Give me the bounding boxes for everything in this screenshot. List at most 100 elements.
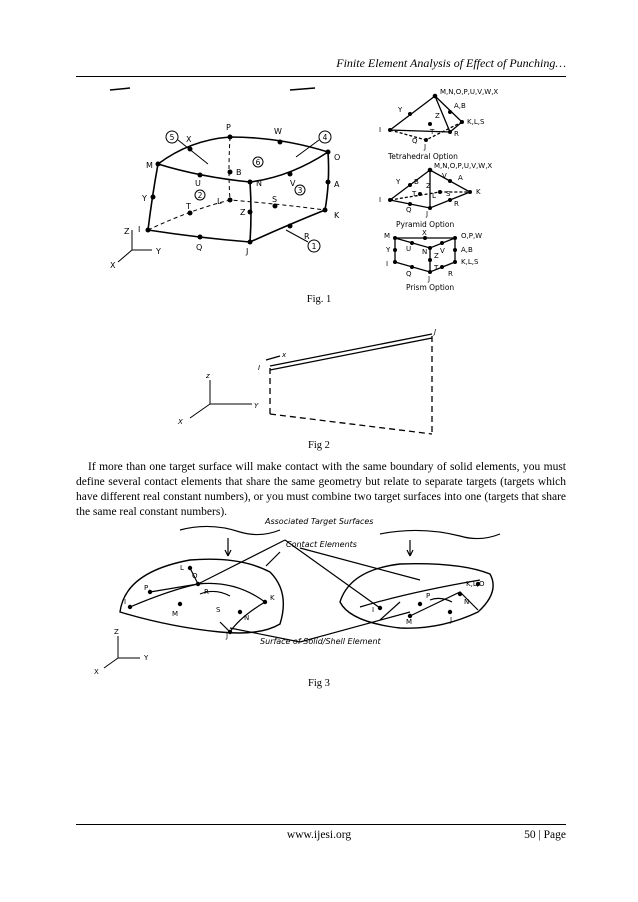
node-label: R bbox=[304, 232, 310, 241]
axis-label: z bbox=[205, 372, 210, 380]
node-label: Z bbox=[240, 208, 246, 217]
figure-2: J I x z Y X bbox=[177, 328, 436, 435]
axis-label: X bbox=[94, 668, 99, 676]
node-label: K,L,O bbox=[466, 580, 485, 588]
pyr-label: I bbox=[379, 196, 381, 204]
axis-label: Y bbox=[143, 654, 149, 662]
prism-label: N bbox=[422, 248, 427, 256]
prism-title: M bbox=[384, 232, 390, 240]
node-label: T bbox=[185, 202, 191, 211]
prism-label: I bbox=[386, 260, 388, 268]
node-label: K bbox=[270, 594, 275, 602]
body-paragraph: If more than one target surface will mak… bbox=[76, 461, 566, 518]
axis-label: X bbox=[110, 261, 116, 270]
pyr-label: S bbox=[446, 190, 451, 198]
pyr-label: R bbox=[454, 200, 459, 208]
node-label: W bbox=[274, 127, 282, 136]
node-label: P bbox=[226, 123, 231, 132]
face-number: 6 bbox=[256, 158, 261, 167]
node-label: Y bbox=[141, 194, 147, 203]
fig3-title: Associated Target Surfaces bbox=[264, 517, 373, 526]
node-label: O bbox=[334, 153, 340, 162]
node-label: J bbox=[225, 632, 228, 640]
fig1-caption: Fig. 1 bbox=[306, 294, 332, 305]
node-label: X bbox=[186, 135, 192, 144]
page-number: 50 | Page bbox=[524, 829, 566, 841]
fig3-surface-label: Surface of Solid/Shell Element bbox=[260, 637, 382, 646]
header-rule bbox=[76, 76, 566, 77]
node-label: N bbox=[256, 179, 262, 188]
pyr-label: Q bbox=[406, 206, 412, 214]
pyr-label: T bbox=[411, 190, 417, 198]
node-label: M bbox=[172, 610, 178, 618]
pyr-title: M,N,O,P,U,V,W,X bbox=[434, 162, 492, 170]
prism-label: V bbox=[440, 247, 445, 255]
fig3-caption: Fig 3 bbox=[308, 678, 330, 689]
axis-label: Z bbox=[114, 628, 119, 636]
figure-1: P W X M U B V O N Y A T L S Z K I R Q J … bbox=[109, 87, 498, 292]
face-number: 1 bbox=[312, 242, 317, 251]
prism-label: A,B bbox=[461, 246, 473, 254]
prism-label: T bbox=[433, 264, 439, 272]
node-label: U bbox=[195, 179, 201, 188]
tet-label: R bbox=[454, 130, 459, 138]
pyr-label: J bbox=[425, 210, 428, 218]
footer-rule bbox=[76, 824, 566, 825]
node-label: P bbox=[144, 584, 148, 592]
prism-label: Y bbox=[385, 246, 391, 254]
tet-label: K,L,S bbox=[467, 118, 485, 126]
tet-label: A,B bbox=[454, 102, 466, 110]
node-label: J bbox=[245, 247, 248, 256]
prism-option: Prism Option bbox=[406, 283, 454, 292]
node-label: V bbox=[290, 179, 296, 188]
tet-label: Q bbox=[412, 137, 418, 145]
fig2-caption: Fig 2 bbox=[308, 440, 330, 451]
node-label: J bbox=[432, 328, 436, 336]
node-label: K bbox=[334, 211, 340, 220]
footer-url: www.ijesi.org bbox=[286, 829, 352, 841]
tet-label: J bbox=[423, 143, 426, 151]
prism-label: J bbox=[427, 275, 430, 283]
node-label: N bbox=[244, 614, 249, 622]
node-label: M bbox=[146, 161, 153, 170]
prism-title: O,P,W bbox=[461, 232, 482, 240]
node-label: L bbox=[217, 197, 222, 206]
pyr-label: A bbox=[458, 174, 463, 182]
prism-label: K,L,S bbox=[461, 258, 479, 266]
axis-label: Y bbox=[254, 402, 259, 410]
node-label: I bbox=[124, 598, 126, 606]
node-label: L bbox=[180, 564, 184, 572]
pyr-label: Y bbox=[395, 178, 401, 186]
face-number: 4 bbox=[323, 133, 328, 142]
node-label: M bbox=[406, 618, 412, 626]
node-label: I bbox=[258, 364, 260, 372]
node-label: O bbox=[192, 572, 198, 580]
tet-label: I bbox=[379, 126, 381, 134]
node-label: Q bbox=[196, 243, 202, 252]
axis-label: Z bbox=[124, 227, 130, 236]
pyr-label: V bbox=[442, 172, 447, 180]
prism-title: X bbox=[422, 229, 427, 237]
node-label: I bbox=[372, 606, 374, 614]
node-label: B bbox=[236, 168, 242, 177]
face-number: 3 bbox=[298, 186, 303, 195]
tet-title: M,N,O,P,U,V,W,X bbox=[440, 88, 498, 96]
node-label: R bbox=[204, 588, 209, 596]
axis-label: X bbox=[177, 418, 183, 426]
prism-label: U bbox=[406, 245, 411, 253]
prism-label: R bbox=[448, 270, 453, 278]
face-number: 5 bbox=[170, 133, 175, 142]
node-label: A bbox=[334, 180, 340, 189]
prism-label: Q bbox=[406, 270, 412, 278]
node-label: N bbox=[464, 598, 469, 606]
node-label: S bbox=[216, 606, 221, 614]
tet-label: T bbox=[429, 128, 435, 136]
figure-3: Associated Target Surfaces Contact Eleme… bbox=[94, 517, 501, 676]
node-label: J bbox=[449, 616, 452, 624]
tet-label: Y bbox=[397, 106, 403, 114]
running-header: Finite Element Analysis of Effect of Pun… bbox=[336, 56, 566, 70]
node-label: I bbox=[138, 225, 140, 234]
face-number: 2 bbox=[198, 191, 203, 200]
pyr-label: Z bbox=[426, 182, 431, 190]
node-label: S bbox=[272, 195, 277, 204]
